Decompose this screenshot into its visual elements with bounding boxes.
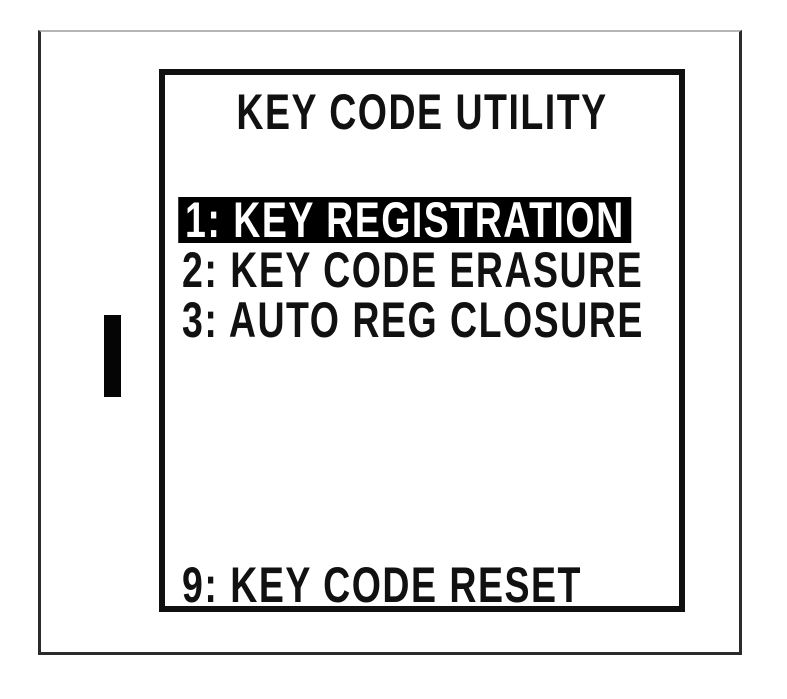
menu-item-auto-reg-closure[interactable]: 3: AUTO REG CLOSURE	[182, 292, 644, 348]
selected-menu-item-highlight[interactable]: 1: KEY REGISTRATION	[178, 195, 632, 245]
menu-item-key-code-reset[interactable]: 9: KEY CODE RESET	[182, 557, 582, 613]
menu-item-key-registration[interactable]: 1: KEY REGISTRATION	[178, 195, 644, 245]
menu-list: 1: KEY REGISTRATION 2: KEY CODE ERASURE …	[178, 195, 644, 348]
key-code-utility-screen: KEY CODE UTILITY 1: KEY REGISTRATION 2: …	[159, 69, 685, 612]
menu-item-key-code-erasure[interactable]: 2: KEY CODE ERASURE	[182, 242, 644, 298]
cursor-indicator-bar	[104, 315, 121, 397]
page-title: KEY CODE UTILITY	[236, 84, 608, 140]
